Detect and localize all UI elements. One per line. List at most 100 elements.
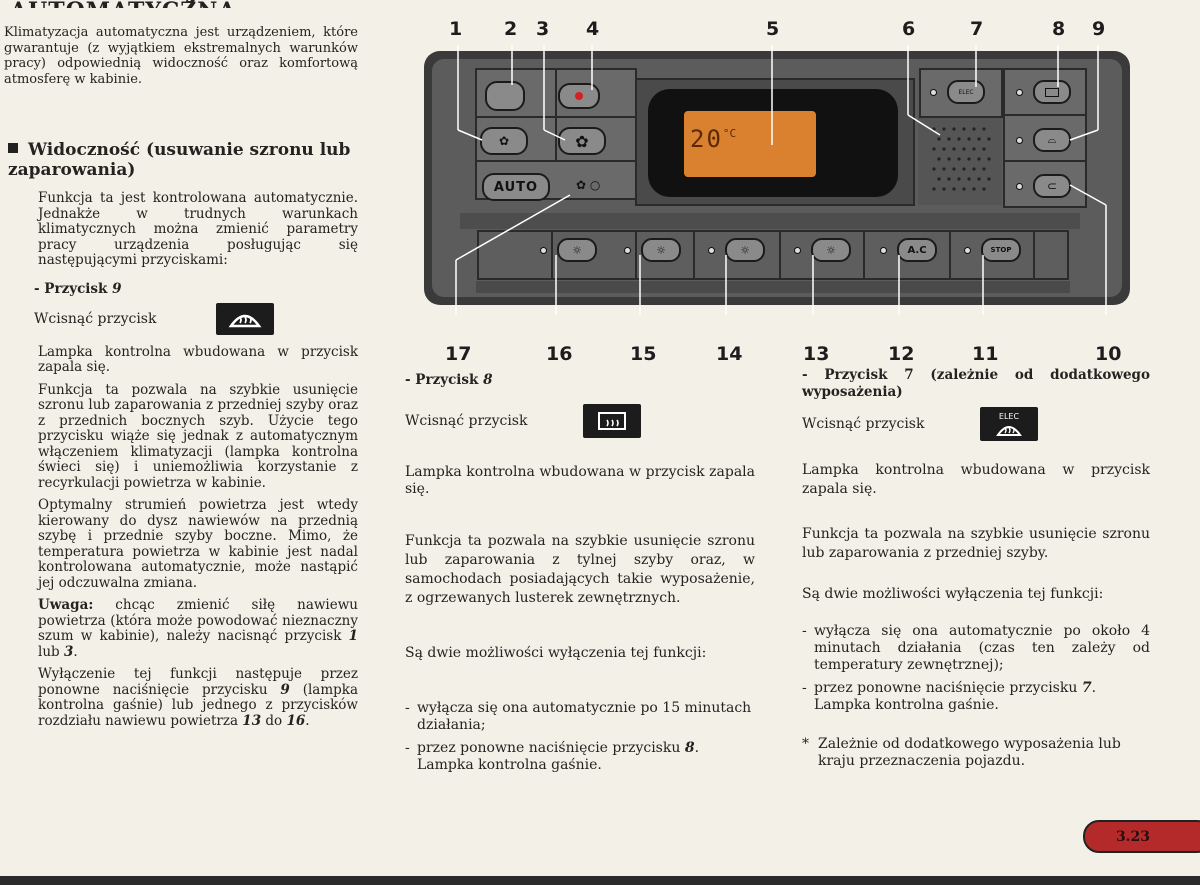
recirculation-icon: ⊂ xyxy=(1046,179,1058,193)
button-16-face-feet[interactable]: ☼ xyxy=(540,235,616,265)
elec-windscreen-icon: ELEC xyxy=(980,407,1038,441)
button-3-fan-up[interactable]: ✿ xyxy=(558,127,606,155)
callout-6: 6 xyxy=(902,18,916,40)
callout-1: 1 xyxy=(449,18,463,40)
paragraph-off: Wyłączenie tej funkcji następuje przez p… xyxy=(38,666,358,729)
button-14-face[interactable]: ☼ xyxy=(708,235,784,265)
windscreen-icon: ⌓ xyxy=(1047,133,1057,146)
airflow-windscreen-icon: ☼ xyxy=(572,243,582,257)
paragraph-automatic: Funkcja ta jest kontrolowana automatyczn… xyxy=(38,190,358,268)
button-15-windscreen-feet[interactable]: ☼ xyxy=(624,235,700,265)
press-row-8: Wcisnąć przycisk xyxy=(405,404,641,438)
red-led-icon xyxy=(575,92,583,100)
ac-label: A.C xyxy=(907,244,927,256)
elec-defrost-icon: ELEC xyxy=(958,88,974,96)
led-11 xyxy=(964,246,971,254)
right-column: - Przycisk 7 (zależnie od dodatkowego wy… xyxy=(802,367,1150,776)
button-13-face-feet[interactable]: ☼ xyxy=(794,235,870,265)
button-10-recirculation[interactable]: ⊂ xyxy=(1016,171,1084,201)
led-13 xyxy=(794,246,801,254)
bottom-edge xyxy=(0,876,1200,885)
callout-12: 12 xyxy=(888,343,915,365)
led-12 xyxy=(880,246,887,254)
fan-indicator-icon: ✿ ○ xyxy=(576,178,601,192)
footnote: *Zależnie od dodatkowego wyposażenia lub… xyxy=(802,735,1121,769)
callout-7: 7 xyxy=(970,18,984,40)
fan-large-icon: ✿ xyxy=(575,131,589,151)
led-9 xyxy=(1016,136,1023,144)
button-4-off[interactable] xyxy=(558,83,600,109)
press-row-9: Wcisnąć przycisk xyxy=(34,302,274,335)
callout-15: 15 xyxy=(630,343,657,365)
press-row-7: Wcisnąć przycisk ELEC xyxy=(802,407,1038,441)
button-7-elec-defrost[interactable]: ELEC xyxy=(930,77,998,107)
callout-10: 10 xyxy=(1095,343,1122,365)
button-11-stop[interactable]: STOP xyxy=(964,235,1040,265)
paragraph-lamp: Lampka kontrolna wbudowana w przycisk za… xyxy=(38,343,358,375)
paragraph-note: Uwaga: chcąc zmienić siłę nawiewu powiet… xyxy=(38,597,358,660)
button-1-fan-down[interactable]: ✿ xyxy=(480,127,528,155)
callout-17: 17 xyxy=(445,343,472,365)
callout-11: 11 xyxy=(972,343,999,365)
callout-16: 16 xyxy=(546,343,573,365)
list-item-auto-off: -wyłącza się ona automatycznie po około … xyxy=(802,622,1150,673)
list-item-manual-off: -przez ponowne naciśnięcie przycisku 7. … xyxy=(802,679,1097,713)
list-item-manual-off: -przez ponowne naciśnięcie przycisku 8. … xyxy=(405,739,700,773)
led-15 xyxy=(624,246,631,254)
press-text: Wcisnąć przycisk xyxy=(405,413,528,429)
paragraph-lamp: Lampka kontrolna wbudowana w przycisk za… xyxy=(802,462,1150,497)
stop-label: STOP xyxy=(990,246,1012,254)
button-9-windscreen-demist[interactable]: ⌓ xyxy=(1016,125,1084,155)
led-8 xyxy=(1016,88,1023,96)
windscreen-demist-icon xyxy=(216,302,274,335)
button-9-label: - Przycisk 9 xyxy=(34,280,122,297)
press-text: Wcisnąć przycisk xyxy=(34,310,157,327)
fan-small-icon: ✿ xyxy=(498,134,510,148)
middle-column: - Przycisk 8 Wcisnąć przycisk Lampka kon… xyxy=(405,372,755,780)
callout-14: 14 xyxy=(716,343,743,365)
callout-9: 9 xyxy=(1092,18,1106,40)
speaker-grille xyxy=(932,127,991,191)
button-auto[interactable]: AUTO xyxy=(482,173,550,201)
led-7 xyxy=(930,88,937,96)
airflow-feet-icon: ☼ xyxy=(656,243,666,257)
callout-5: 5 xyxy=(766,18,780,40)
page-number-badge: 3.23 xyxy=(1083,820,1200,853)
intro-paragraph: Klimatyzacja automatyczna jest urządzeni… xyxy=(4,25,358,87)
climate-control-panel: ✿ ✿ AUTO ✿ ○ 20°C ELEC ⌓ ⊂ xyxy=(420,45,1135,315)
button-2-recirculation[interactable] xyxy=(485,81,525,111)
callout-4: 4 xyxy=(586,18,600,40)
button-7-label: - Przycisk 7 (zależnie od dodatkowego wy… xyxy=(802,367,1150,400)
press-text: Wcisnąć przycisk xyxy=(802,416,925,432)
page-number: 3.23 xyxy=(1115,828,1151,845)
button-8-rear-defrost[interactable] xyxy=(1016,77,1084,107)
paragraph-function: Funkcja ta pozwala na szybkie usunięcie … xyxy=(405,533,755,606)
paragraph-function: Funkcja ta pozwala na szybkie usunięcie … xyxy=(38,381,358,491)
airflow-face-icon: ☼ xyxy=(740,243,750,257)
led-14 xyxy=(708,246,715,254)
section-title: KLIMATYZACJA AUTOMATYCZNA xyxy=(10,0,450,8)
callout-8: 8 xyxy=(1052,18,1066,40)
paragraph-function: Funkcja ta pozwala na szybkie usunięcie … xyxy=(802,526,1150,561)
leader-lines xyxy=(455,45,1107,315)
rear-defrost-icon xyxy=(1045,87,1059,97)
square-bullet-icon xyxy=(8,143,18,153)
subhead-visibility: Widoczność (usuwanie szronu lub zaparowa… xyxy=(8,140,351,180)
display-temp: 20 xyxy=(690,125,723,153)
callout-2: 2 xyxy=(504,18,518,40)
paragraph-lamp: Lampka kontrolna wbudowana w przycisk za… xyxy=(405,464,755,497)
button-12-ac[interactable]: A.C xyxy=(880,235,956,265)
airflow-face-feet-icon: ☼ xyxy=(826,243,836,257)
led-10 xyxy=(1016,182,1023,190)
callout-13: 13 xyxy=(803,343,830,365)
button-8-label: - Przycisk 8 xyxy=(405,372,493,388)
auto-label: AUTO xyxy=(493,179,539,195)
led-16 xyxy=(540,246,547,254)
paragraph-airflow: Optymalny strumień powietrza jest wtedy … xyxy=(38,497,358,591)
paragraph-options: Są dwie możliwości wyłączenia tej funkcj… xyxy=(802,586,1104,602)
display-unit: °C xyxy=(722,127,737,140)
elec-text: ELEC xyxy=(998,411,1020,421)
callout-3: 3 xyxy=(536,18,550,40)
paragraph-options: Są dwie możliwości wyłączenia tej funkcj… xyxy=(405,645,707,661)
rear-window-defrost-icon xyxy=(583,404,641,438)
